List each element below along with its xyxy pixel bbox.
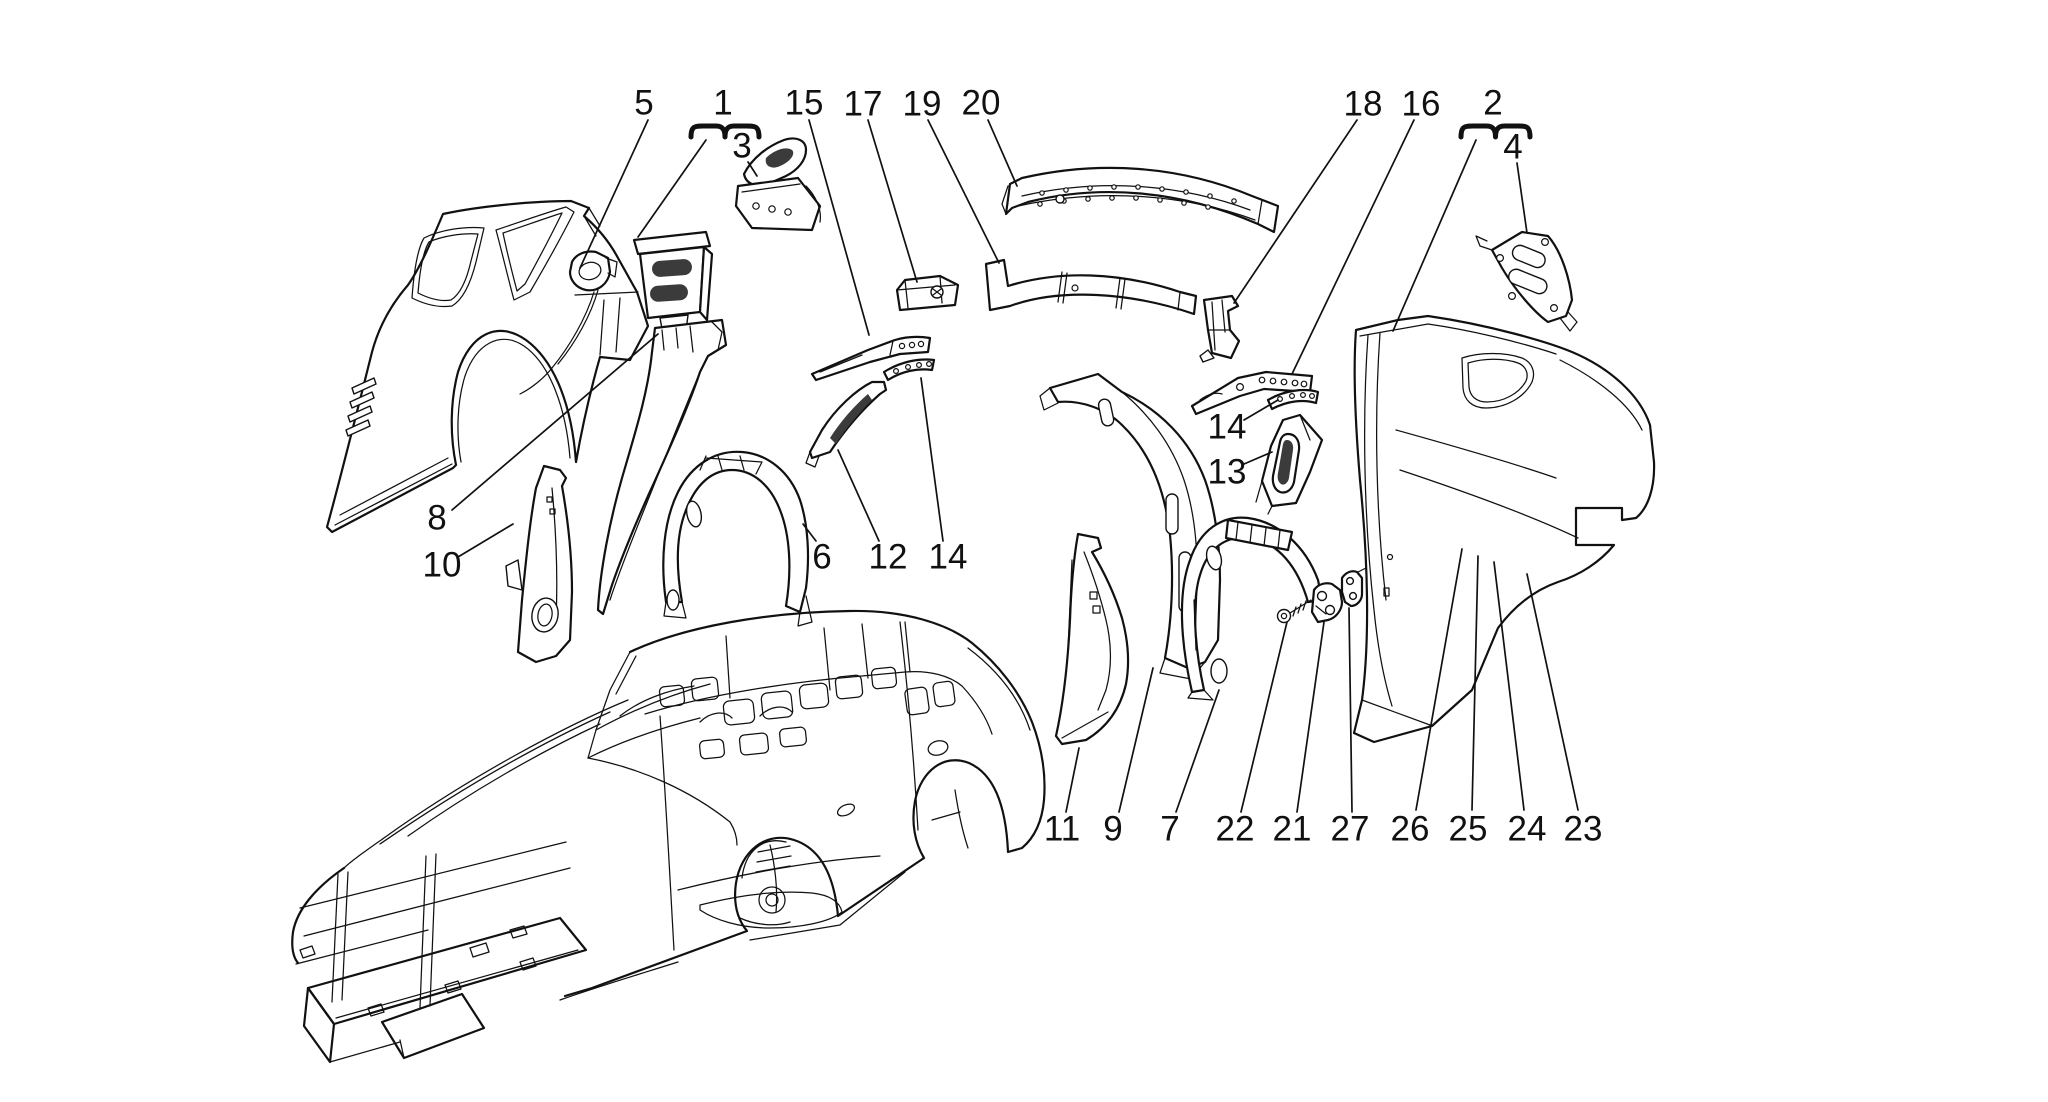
leader-line-18: [1233, 119, 1358, 304]
callout-1[interactable]: 1: [713, 84, 732, 123]
jamb-bracket: [1199, 294, 1241, 363]
callout-27[interactable]: 27: [1331, 810, 1370, 849]
rear-window-upper-crossmember: [1001, 166, 1280, 234]
callout-17[interactable]: 17: [844, 85, 883, 124]
callout-26[interactable]: 26: [1391, 810, 1430, 849]
leader-line-14: [1243, 399, 1279, 421]
pillar-trim-right: [1255, 413, 1324, 515]
leader-line-20: [987, 119, 1018, 187]
leader-line-9: [1118, 667, 1154, 813]
pillar-trim-left: [805, 380, 888, 468]
b-pillar-reinforcement-left: [505, 464, 574, 664]
leader-line-10: [457, 523, 514, 558]
door-latch: [1310, 582, 1344, 624]
leader-line-12: [837, 449, 880, 542]
callout-18[interactable]: 18: [1344, 85, 1383, 124]
leader-line-25: [1471, 555, 1479, 811]
callout-2[interactable]: 2: [1483, 84, 1502, 123]
callout-20[interactable]: 20: [962, 84, 1001, 123]
gutter-plate-left: [810, 335, 932, 382]
leader-line-16: [1291, 119, 1415, 375]
callout-9[interactable]: 9: [1103, 810, 1122, 849]
sail-panel-right: [1054, 532, 1130, 746]
leader-line-14: [920, 377, 944, 542]
support-box-bracket: [895, 274, 960, 312]
callout-4[interactable]: 4: [1503, 128, 1522, 167]
callout-16[interactable]: 16: [1402, 85, 1441, 124]
assembly-brace-2: [1458, 123, 1533, 140]
callout-23[interactable]: 23: [1564, 810, 1603, 849]
quarter-panel-assembly-right: [1352, 314, 1656, 744]
leader-line-3: [747, 161, 758, 177]
callout-14[interactable]: 14: [929, 538, 968, 577]
leader-line-1: [637, 139, 707, 238]
callout-15[interactable]: 15: [785, 84, 824, 123]
latch-screw: [1276, 599, 1312, 624]
inner-wheelhouse-right: [1180, 516, 1324, 701]
quarter-panel-assembly-left: [325, 199, 650, 534]
leader-line-4: [1516, 162, 1528, 234]
callout-21[interactable]: 21: [1273, 810, 1312, 849]
leader-line-15: [808, 119, 870, 336]
leader-line-26: [1415, 548, 1463, 811]
leader-line-2: [1392, 139, 1477, 332]
callout-24[interactable]: 24: [1508, 810, 1547, 849]
c-pillar-inner-left: [596, 318, 728, 616]
fuel-filler-housing: [519, 250, 618, 395]
callout-7[interactable]: 7: [1160, 810, 1179, 849]
inner-wheelhouse-left: [662, 450, 813, 627]
leader-line-24: [1493, 561, 1525, 811]
rear-window-lower-crossmember: [984, 258, 1198, 316]
leader-line-22: [1240, 621, 1288, 813]
leader-line-21: [1296, 621, 1325, 813]
callout-3[interactable]: 3: [732, 127, 751, 166]
callout-6[interactable]: 6: [812, 538, 831, 577]
callout-10[interactable]: 10: [423, 546, 462, 585]
tail-lamp-bracket: [1475, 230, 1578, 332]
callout-25[interactable]: 25: [1449, 810, 1488, 849]
leader-line-11: [1065, 747, 1080, 813]
callout-11[interactable]: 11: [1044, 810, 1080, 849]
leader-line-13: [1243, 451, 1273, 465]
callout-14[interactable]: 14: [1208, 408, 1247, 447]
callout-8[interactable]: 8: [427, 499, 446, 538]
lock-reinforcement-bracket: [632, 230, 714, 335]
upper-corner-bracket: [734, 137, 822, 232]
assembly-brace-1: [688, 123, 762, 140]
leader-line-19: [927, 119, 1000, 264]
leader-line-8: [451, 333, 659, 511]
leader-line-6: [802, 523, 817, 542]
leader-line-5: [579, 119, 649, 269]
perforated-strip: [1266, 389, 1320, 411]
callout-13[interactable]: 13: [1208, 453, 1247, 492]
callout-5[interactable]: 5: [634, 84, 653, 123]
callout-22[interactable]: 22: [1216, 810, 1255, 849]
leader-line-27: [1348, 607, 1353, 813]
body-shell: [291, 609, 1046, 1064]
callout-12[interactable]: 12: [869, 538, 908, 577]
leader-line-23: [1526, 573, 1579, 811]
leader-line-17: [867, 119, 918, 283]
perforated-strip: [882, 358, 936, 382]
callout-19[interactable]: 19: [903, 85, 942, 124]
leader-line-7: [1175, 689, 1220, 813]
